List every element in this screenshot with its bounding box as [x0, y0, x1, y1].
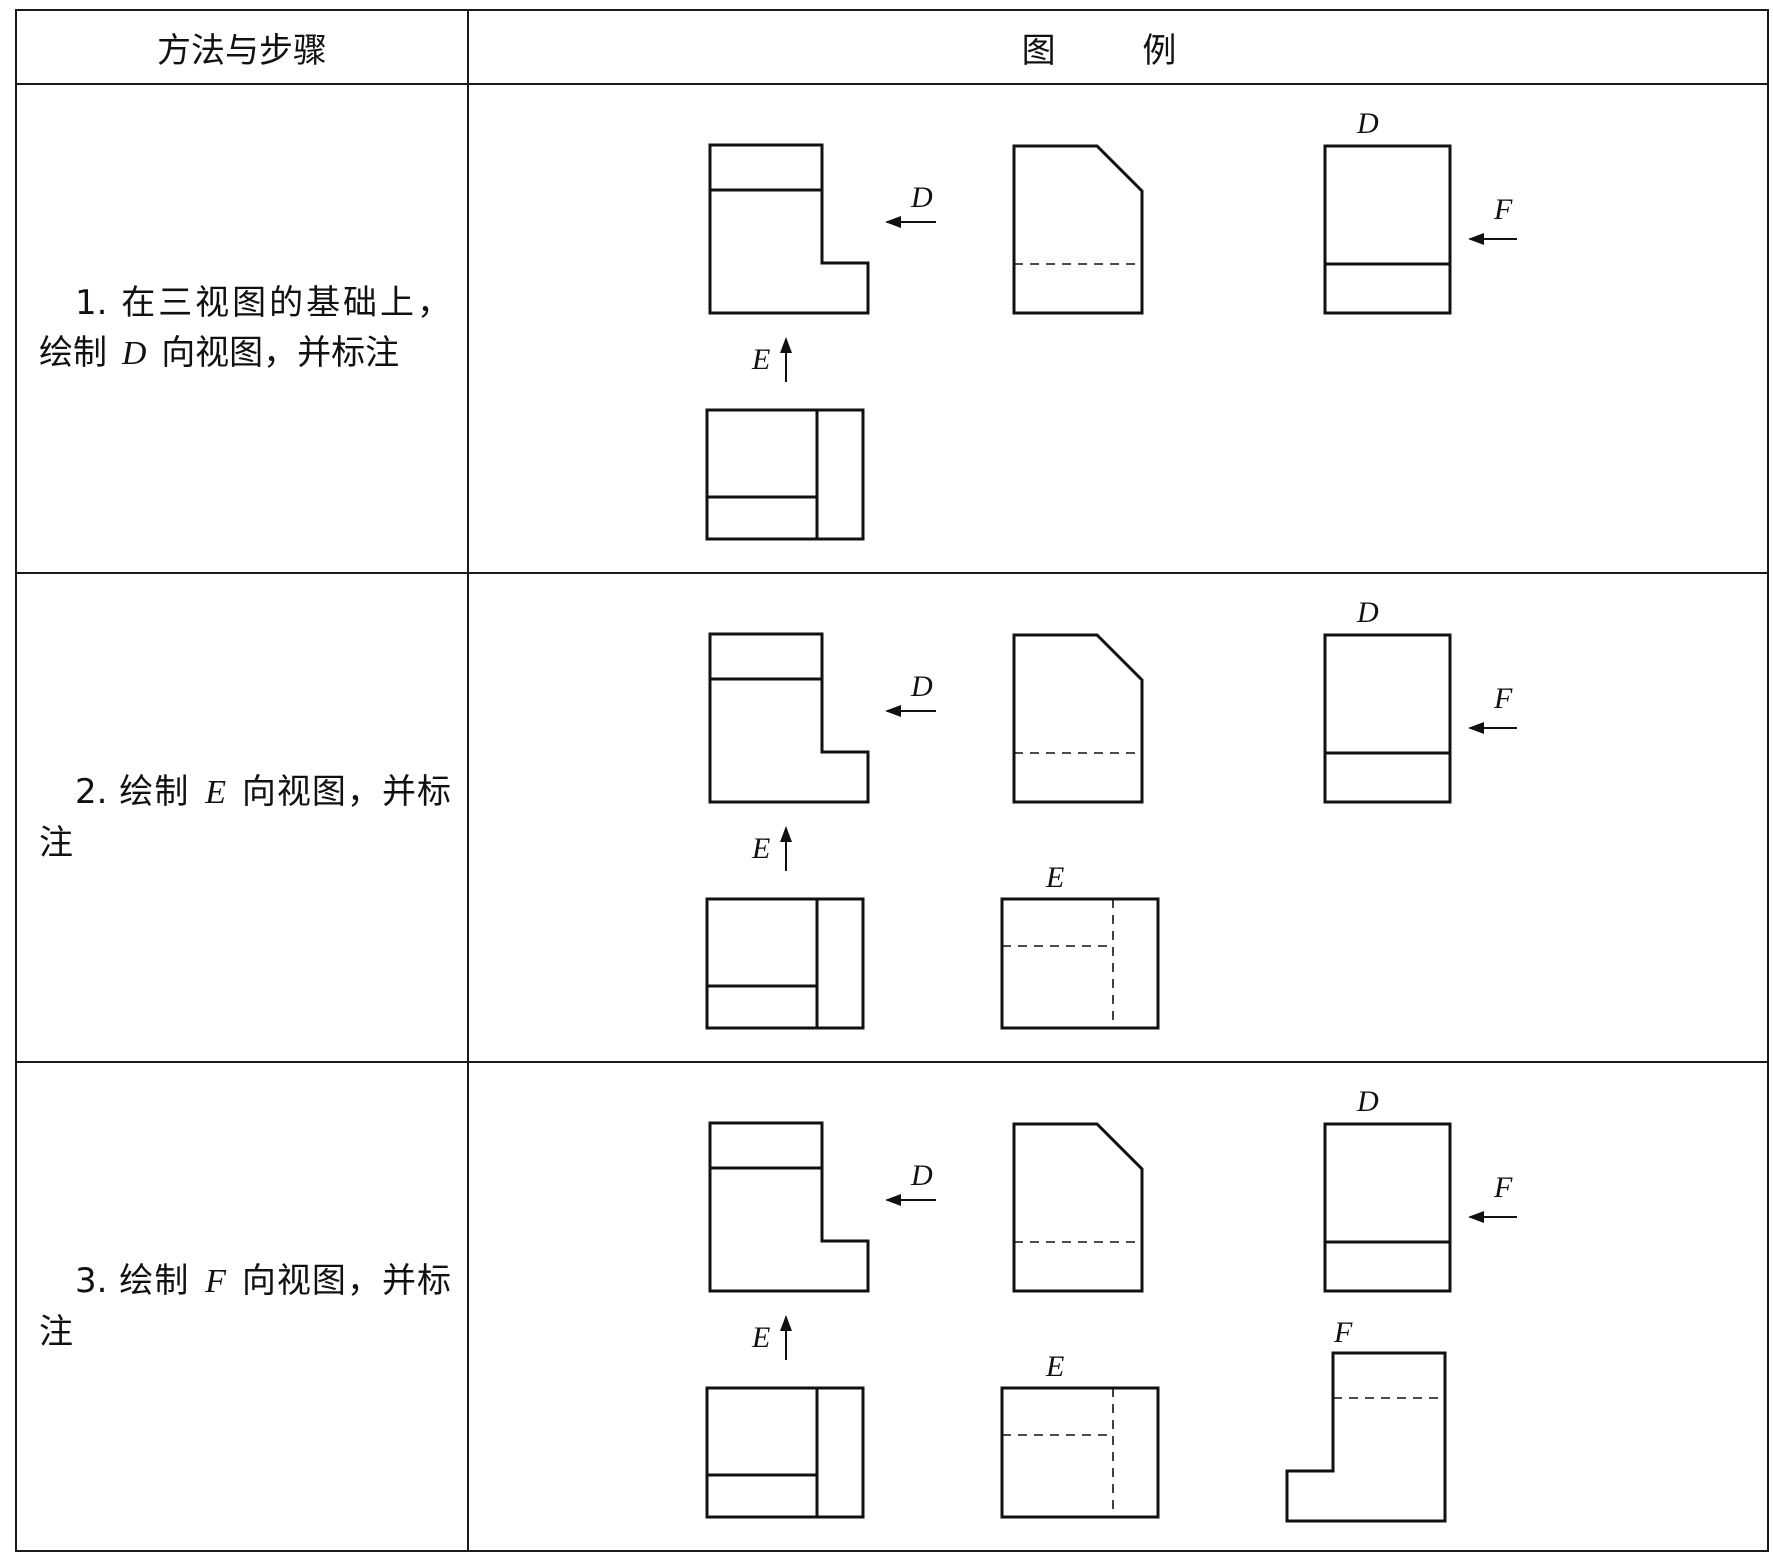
svg-text:D: D [910, 670, 933, 703]
svg-text:D: D [1356, 596, 1379, 629]
step-description-1: 1. 在三视图的基础上，绘制 D 向视图，并标注 [15, 83, 469, 574]
f-direction-arrow: F [1468, 682, 1517, 734]
header-row: 方法与步骤 图 例 [15, 9, 1769, 85]
svg-text:E: E [751, 832, 770, 865]
d-view-label: D [1356, 1085, 1379, 1118]
e-direction-arrow: E [751, 337, 792, 382]
f-view-label: F [1333, 1316, 1353, 1349]
front-view [708, 143, 870, 315]
svg-text:F: F [1493, 193, 1513, 226]
front-view [708, 1121, 870, 1293]
top-view [705, 897, 865, 1030]
d-direction-arrow: D [885, 670, 936, 717]
steps-table: 方法与步骤 图 例 1. 在三视图的基础上，绘制 D 向视图，并标注 D [15, 9, 1769, 1552]
left-view [1012, 633, 1144, 804]
d-direction-arrow: D [885, 181, 936, 228]
e-direction-view [1000, 1386, 1160, 1519]
svg-text:E: E [751, 1321, 770, 1354]
f-direction-arrow: F [1468, 193, 1517, 245]
step-description-3: 3. 绘制 F 向视图，并标注 [15, 1061, 469, 1552]
svg-text:E: E [751, 343, 770, 376]
top-view [705, 1386, 865, 1519]
left-view [1012, 1122, 1144, 1293]
right-view [1323, 144, 1452, 315]
step-row-1: 1. 在三视图的基础上，绘制 D 向视图，并标注 D D [15, 83, 1769, 574]
svg-text:E: E [1045, 861, 1064, 894]
front-view [708, 632, 870, 804]
f-direction-view [1285, 1351, 1447, 1523]
right-view [1323, 633, 1452, 804]
d-view-label: D [1356, 107, 1379, 140]
e-direction-view [1000, 897, 1160, 1030]
e-direction-arrow: E [751, 826, 792, 871]
e-view-label: E [1045, 1350, 1064, 1383]
step-figure-3: D D F [467, 1061, 1769, 1552]
top-view [705, 408, 865, 541]
header-illustration: 图 例 [467, 9, 1769, 85]
d-direction-arrow: D [885, 1159, 936, 1206]
f-direction-arrow: F [1468, 1171, 1517, 1223]
step-figure-1: D D F [467, 83, 1769, 574]
right-view [1323, 1122, 1452, 1293]
e-view-label: E [1045, 861, 1064, 894]
svg-text:D: D [1356, 107, 1379, 140]
svg-text:F: F [1493, 1171, 1513, 1204]
views-drawing-1: D D F [705, 107, 1517, 541]
views-drawing-3: D D F [705, 1085, 1517, 1523]
step-figure-2: D D F [467, 572, 1769, 1063]
e-direction-arrow: E [751, 1315, 792, 1360]
svg-text:D: D [1356, 1085, 1379, 1118]
svg-text:F: F [1493, 682, 1513, 715]
svg-text:D: D [910, 181, 933, 214]
svg-text:E: E [1045, 1350, 1064, 1383]
step-row-3: 3. 绘制 F 向视图，并标注 D D [15, 1061, 1769, 1552]
step-row-2: 2. 绘制 E 向视图，并标注 D D [15, 572, 1769, 1063]
left-view [1012, 144, 1144, 315]
svg-text:F: F [1333, 1316, 1353, 1349]
step-description-2: 2. 绘制 E 向视图，并标注 [15, 572, 469, 1063]
views-drawing-2: D D F [705, 596, 1517, 1030]
svg-text:D: D [910, 1159, 933, 1192]
header-method: 方法与步骤 [15, 9, 469, 85]
d-view-label: D [1356, 596, 1379, 629]
